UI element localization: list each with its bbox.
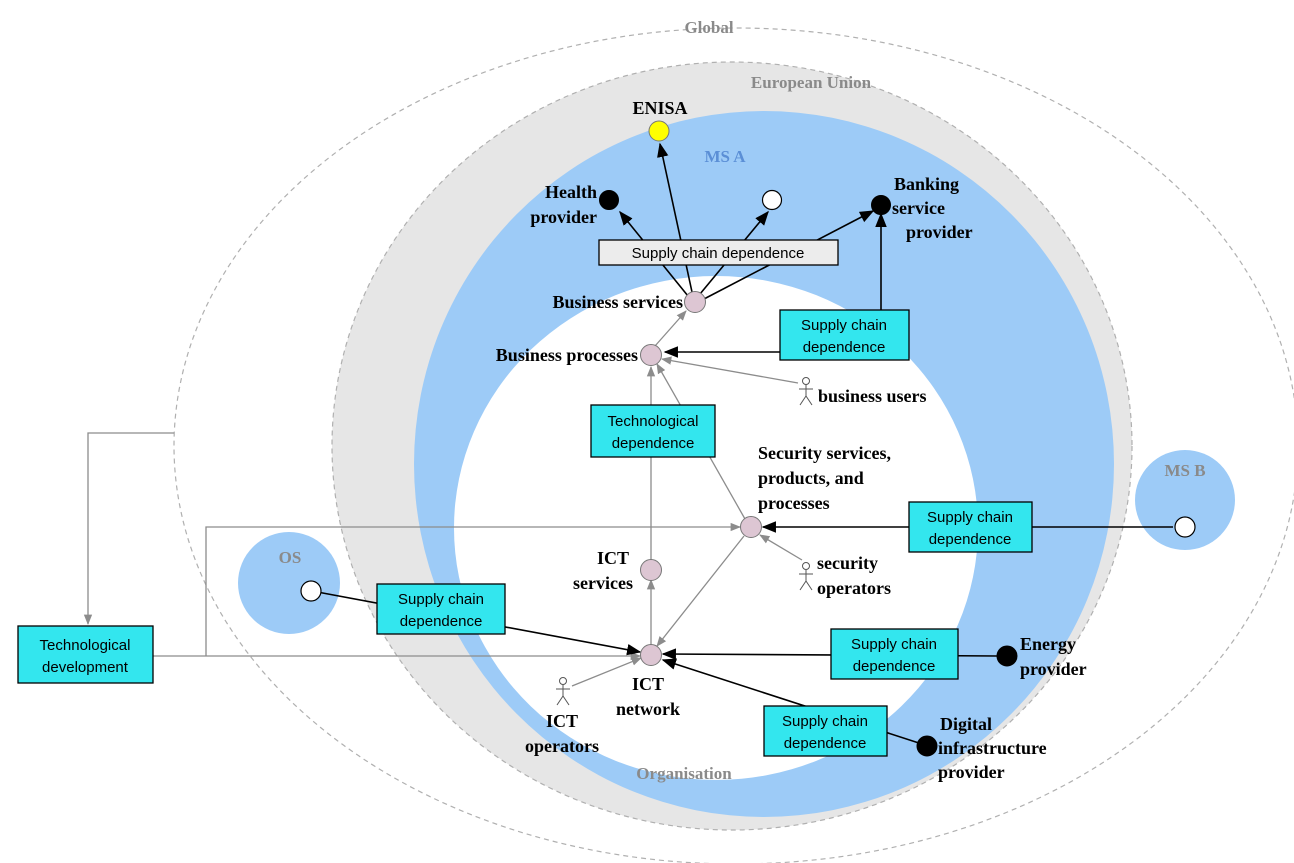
technological-development-line-2: development — [42, 659, 129, 676]
digital-infrastructure-node — [916, 735, 938, 757]
os-node — [300, 580, 322, 602]
ict-operators-label-2: operators — [525, 736, 599, 756]
os-zone — [238, 532, 340, 634]
supply-chain-box-energy-line-2: dependence — [853, 658, 936, 675]
edge-security-to-ict-network — [656, 535, 745, 647]
global-label: Global — [684, 18, 733, 37]
supply-chain-box-energy: Supply chain dependence — [830, 628, 959, 680]
edge-business-users-to-processes — [660, 356, 799, 384]
eu-label: European Union — [751, 73, 872, 92]
digital-label-2: infrastructure — [938, 738, 1047, 758]
supply-chain-box-msb-line-1: Supply chain — [927, 509, 1013, 526]
ict-network-label-1: ICT — [632, 674, 664, 694]
technological-development-box: Technological development — [17, 625, 154, 684]
ms-a-label: MS A — [704, 147, 746, 166]
banking-provider-node — [871, 195, 891, 215]
security-services-label-1: Security services, — [758, 443, 891, 463]
banking-label-3: provider — [906, 222, 973, 242]
ms-b-label: MS B — [1164, 461, 1205, 480]
supply-chain-box-banking: Supply chain dependence — [779, 309, 910, 361]
unnamed-provider-node — [761, 189, 783, 211]
energy-provider-node — [996, 645, 1018, 667]
enisa-label: ENISA — [632, 98, 687, 118]
energy-label-2: provider — [1020, 659, 1087, 679]
ict-operators-label-1: ICT — [546, 711, 578, 731]
supply-chain-box-energy-line-1: Supply chain — [851, 636, 937, 653]
security-services-label-2: products, and — [758, 468, 864, 488]
technological-dependence-line-1: Technological — [608, 413, 699, 430]
supply-chain-box-banking-line-1: Supply chain — [801, 317, 887, 334]
enisa-node — [648, 120, 670, 142]
edge-security-operators-to-security — [759, 534, 803, 561]
ict-services-node — [640, 559, 662, 581]
os-label: OS — [279, 548, 302, 567]
organisation-label: Organisation — [636, 764, 732, 783]
ict-network-label-2: network — [616, 699, 680, 719]
digital-label-1: Digital — [940, 714, 992, 734]
energy-label-1: Energy — [1020, 634, 1076, 654]
digital-label-3: provider — [938, 762, 1005, 782]
security-operators-actor-icon — [799, 562, 813, 591]
technological-development-line-1: Technological — [40, 637, 131, 654]
business-processes-label: Business processes — [496, 345, 638, 365]
edge-ict-operators-to-network — [571, 657, 642, 687]
health-label-1: Health — [545, 182, 597, 202]
business-services-label: Business services — [553, 292, 684, 312]
supply-chain-box-top: Supply chain dependence — [598, 239, 839, 266]
ms-b-node — [1174, 516, 1196, 538]
supply-chain-box-os-line-1: Supply chain — [398, 591, 484, 608]
supply-chain-box-top-text: Supply chain dependence — [632, 245, 805, 262]
supply-chain-box-banking-line-2: dependence — [803, 339, 886, 356]
supply-chain-box-os: Supply chain dependence — [376, 583, 506, 635]
security-services-node — [740, 516, 762, 538]
ict-network-node — [640, 644, 662, 666]
supply-chain-box-os-line-2: dependence — [400, 613, 483, 630]
business-users-actor-icon — [799, 377, 813, 406]
business-processes-node — [640, 344, 662, 366]
supply-chain-box-digital-line-2: dependence — [784, 735, 867, 752]
ict-services-label-1: ICT — [597, 548, 629, 568]
banking-label-2: service — [892, 198, 945, 218]
business-services-node — [684, 291, 706, 313]
edge-tech-development-to-security — [205, 522, 742, 656]
security-operators-label-2: operators — [817, 578, 891, 598]
technological-dependence-box: Technological dependence — [590, 404, 716, 458]
supply-chain-box-digital-line-1: Supply chain — [782, 713, 868, 730]
edge-business-services-to-enisa — [657, 142, 693, 293]
ict-services-label-2: services — [573, 573, 633, 593]
ict-operators-actor-icon — [556, 677, 570, 706]
banking-label-1: Banking — [894, 174, 959, 194]
health-label-2: provider — [530, 207, 597, 227]
business-users-label: business users — [818, 386, 927, 406]
edge-global-to-tech-development — [83, 432, 174, 626]
health-provider-node — [599, 190, 619, 210]
security-services-label-3: processes — [758, 493, 830, 513]
supply-chain-box-digital: Supply chain dependence — [763, 705, 888, 757]
security-operators-label-1: security — [817, 553, 878, 573]
edge-processes-to-services — [654, 310, 687, 347]
ms-b-zone — [1135, 450, 1235, 550]
supply-chain-box-msb-line-2: dependence — [929, 531, 1012, 548]
technological-dependence-line-2: dependence — [612, 435, 695, 452]
supply-chain-box-msb: Supply chain dependence — [908, 501, 1033, 553]
